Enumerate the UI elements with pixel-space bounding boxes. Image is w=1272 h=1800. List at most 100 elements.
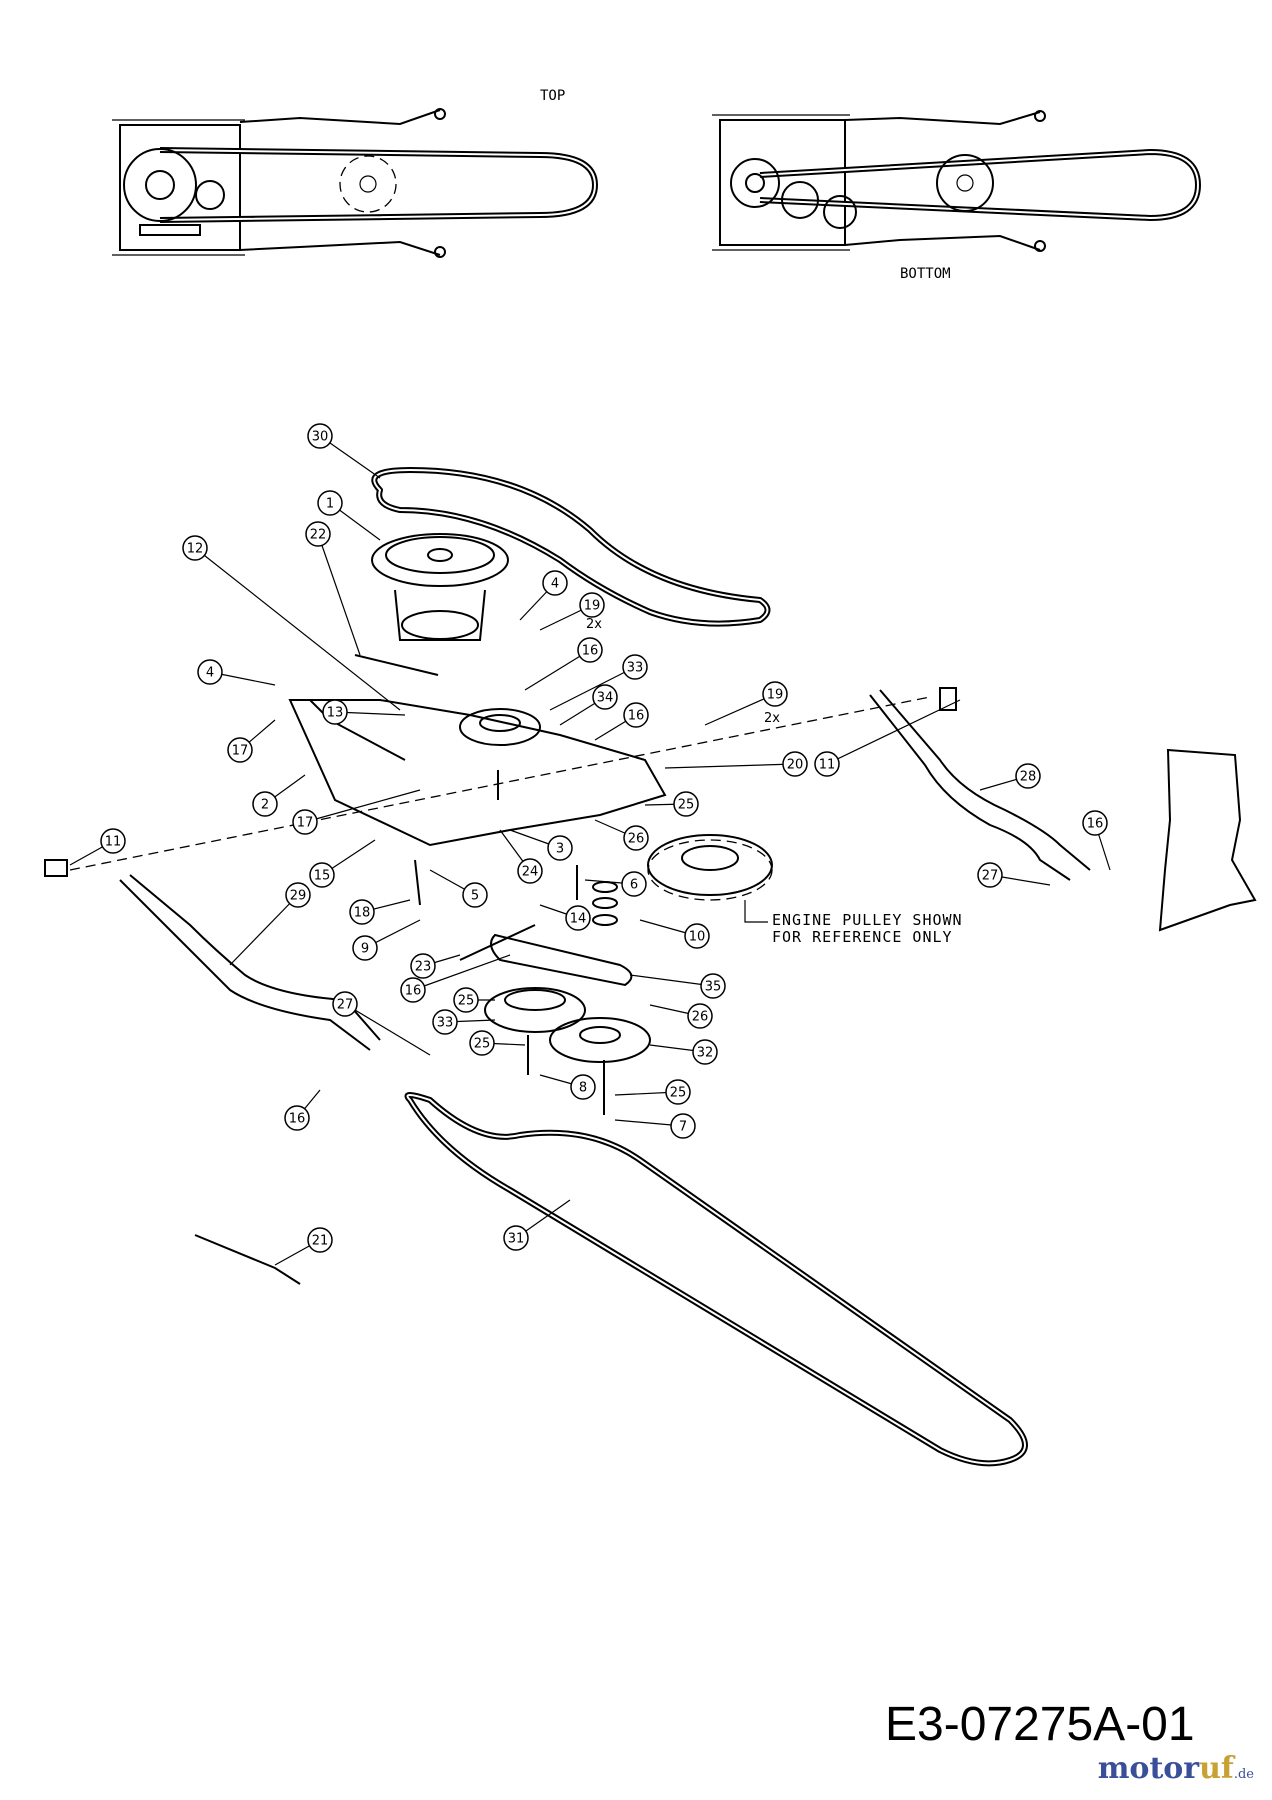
leader-line [344,1003,431,1056]
callout-19b: 19 [704,681,788,726]
callout-circle [100,828,126,854]
callout-circle [700,973,726,999]
callout-circle [673,791,699,817]
callout-32: 32 [649,1039,718,1065]
leader-line [664,763,796,769]
callout-16d: 16 [400,954,511,1003]
watermark-logo: motoruf.de [1098,1751,1254,1786]
callout-number: 12 [187,542,204,557]
callout-number: 16 [582,644,599,659]
callout-18: 18 [349,899,411,925]
callout-33b: 33 [432,1009,496,1035]
callout-35: 35 [629,973,726,999]
note-line-1: ENGINE PULLEY SHOWN [772,911,963,929]
callout-number: 26 [628,832,645,847]
callout-33a: 33 [549,654,648,711]
callout-29: 29 [229,882,311,966]
callout-27b: 27 [332,991,431,1056]
callout-circle [977,862,1003,888]
callout-25d: 25 [614,1079,691,1105]
qty-note-19b: 2x [764,711,780,726]
callout-circle [762,681,788,707]
callout-3: 3 [509,829,573,861]
callout-30: 30 [307,423,381,479]
belt-31 [404,1092,1028,1467]
callout-number: 31 [508,1232,525,1247]
callout-number: 18 [354,906,371,921]
callout-number: 32 [697,1046,714,1061]
callout-circle [453,987,479,1013]
callout-circle [182,535,208,561]
callout-26a: 26 [594,819,649,851]
callout-8: 8 [539,1074,596,1100]
callout-circle [292,809,318,835]
callout-number: 25 [670,1086,687,1101]
callout-25b: 25 [453,987,495,1013]
callout-circle [317,490,343,516]
callout-number: 14 [570,912,587,927]
callout-number: 20 [787,758,804,773]
callout-number: 16 [1087,817,1104,832]
callout-4a: 4 [519,570,568,621]
callout-25c: 25 [469,1030,526,1056]
callout-number: 27 [337,998,354,1013]
leader-line [704,693,776,726]
callout-11b: 11 [69,828,126,866]
callout-number: 5 [471,889,479,904]
callout-number: 30 [312,430,329,445]
callout-number: 1 [326,497,334,512]
callout-circle [462,882,488,908]
callout-10: 10 [639,919,710,949]
callout-2: 2 [252,774,306,817]
bottom-view: BOTTOM [712,110,1201,282]
callout-27a: 27 [977,862,1051,888]
callout-28: 28 [979,763,1041,791]
callout-circle [305,521,331,547]
callout-circle [410,953,436,979]
callout-number: 15 [314,869,331,884]
callout-5: 5 [429,869,488,908]
callout-17b: 17 [292,789,421,835]
callout-9: 9 [352,919,421,961]
callout-circle [322,699,348,725]
callout-number: 17 [297,816,314,831]
callout-31: 31 [503,1199,571,1251]
callout-14: 14 [539,904,591,931]
callout-number: 4 [206,666,214,681]
callout-circle [592,684,618,710]
leader-line [629,974,714,987]
callout-circle [547,835,573,861]
callout-circle [284,1105,310,1131]
callout-number: 29 [290,889,307,904]
callout-6: 6 [584,871,647,897]
leader-line [412,954,511,991]
callout-circle [503,1225,529,1251]
callout-circle [309,862,335,888]
callout-number: 3 [556,842,564,857]
callout-16a: 16 [524,637,603,691]
callout-circle [469,1030,495,1056]
callout-circle [1082,810,1108,836]
exploded-view [44,467,1257,1467]
callout-24: 24 [499,829,543,884]
callout-circle [692,1039,718,1065]
callout-13: 13 [322,699,406,725]
callout-number: 16 [405,984,422,999]
callout-number: 11 [819,758,836,773]
callout-circle [623,702,649,728]
callout-number: 27 [982,869,999,884]
callout-7: 7 [614,1113,696,1139]
callout-circle [570,1074,596,1100]
callout-23: 23 [410,953,461,979]
callout-17a: 17 [227,719,276,763]
callout-34: 34 [559,684,618,726]
callout-number: 25 [458,994,475,1009]
callout-number: 34 [597,691,614,706]
callout-19a: 19 [539,592,605,631]
callout-circle [623,825,649,851]
diagram-code: E3-07275A-01 [885,1698,1195,1751]
callout-circle [400,977,426,1003]
callout-number: 19 [584,599,601,614]
callout-circle [542,570,568,596]
callout-16b: 16 [594,702,649,741]
